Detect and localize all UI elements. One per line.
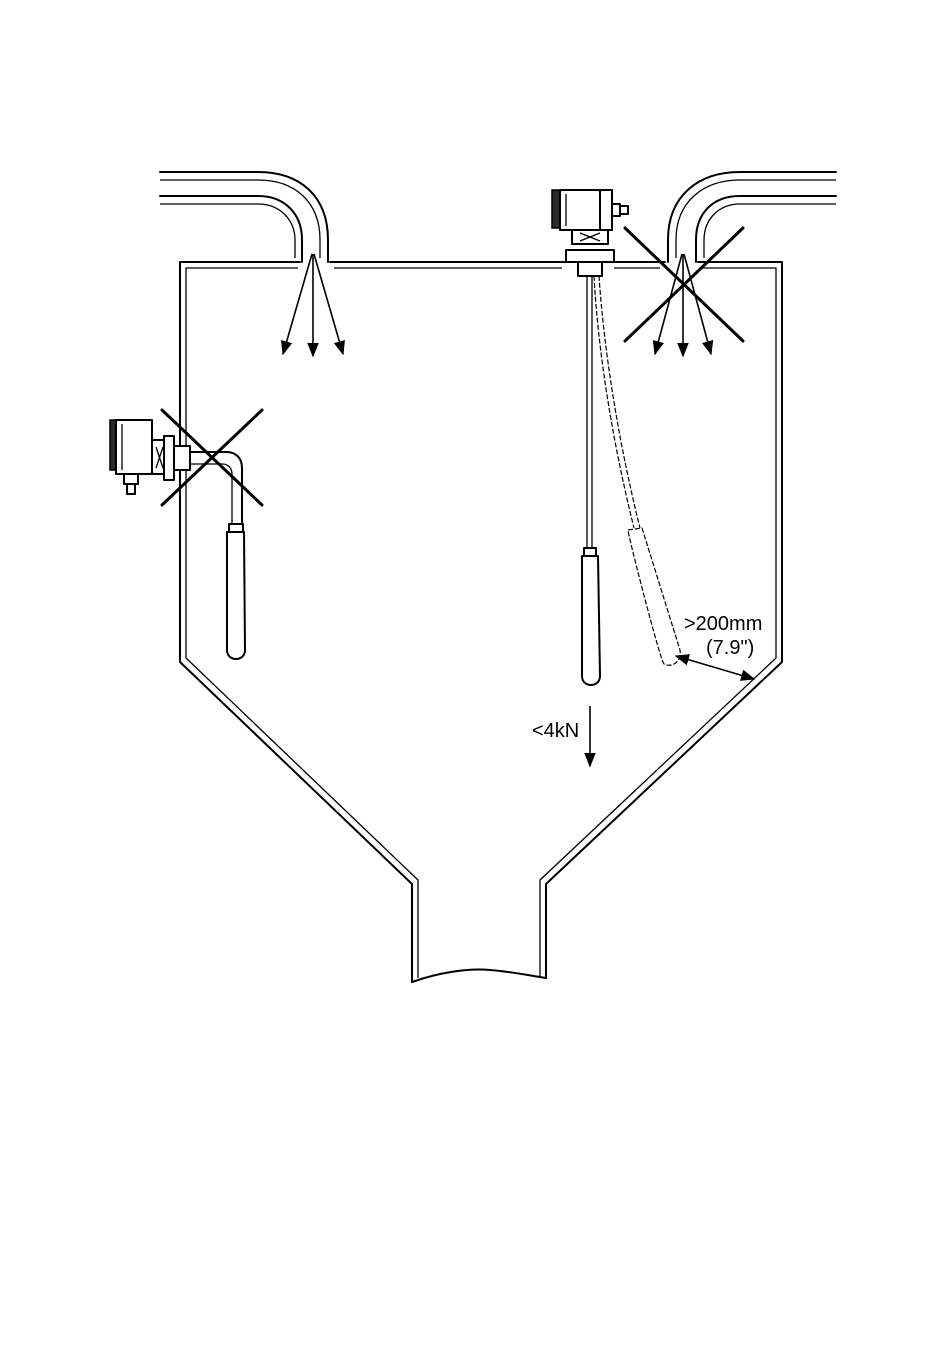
left-inlet-pipe [160,172,328,262]
top-sensor-swing-position [594,276,680,665]
top-sensor-housing [552,190,628,230]
left-inflow-arrows [283,254,343,356]
top-sensor-probe [582,548,600,685]
clearance-imperial-label: (7.9") [706,637,754,659]
top-sensor-mount [566,230,614,276]
side-sensor [110,420,245,659]
side-sensor-probe [227,524,245,659]
cross-mark-inlet [625,228,743,341]
right-inlet-pipe [668,172,836,262]
clearance-label: >200mm [684,613,762,635]
clearance-dimension [676,656,754,679]
side-sensor-housing [110,420,164,494]
load-label: <4kN [532,720,579,742]
